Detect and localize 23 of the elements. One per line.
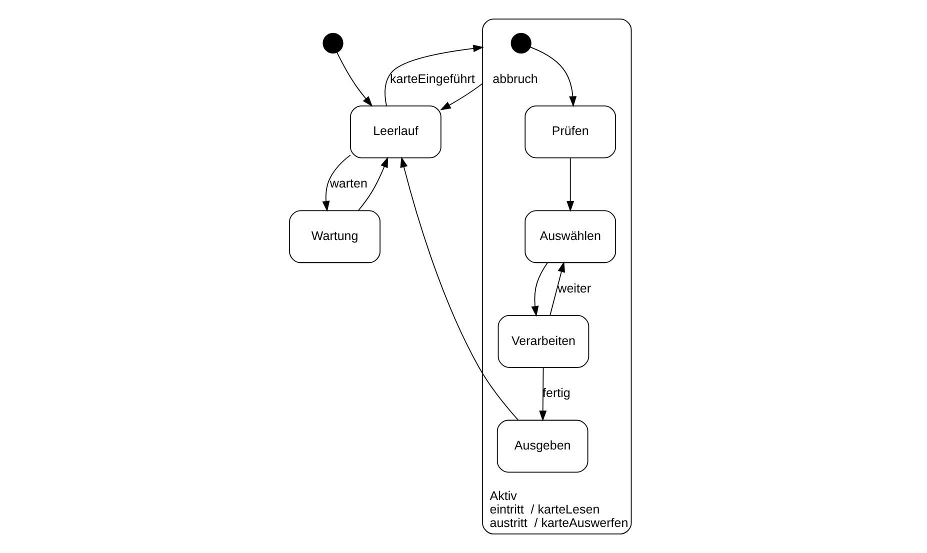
arrow: [384, 44, 484, 106]
arrow: [322, 154, 350, 212]
arrow: [357, 156, 388, 211]
edge-label: warten: [329, 176, 367, 191]
arrow: [549, 261, 565, 316]
arrow: [530, 262, 548, 317]
arrow: [440, 82, 483, 110]
node-box: Wartung: [288, 210, 380, 264]
arrow: [336, 52, 372, 107]
node-box: Leerlauf: [350, 105, 441, 158]
edge-label: karteEingeführt: [389, 72, 474, 86]
arrow: [566, 158, 574, 212]
edge-label: weiter: [557, 281, 591, 296]
arrow: [400, 156, 518, 420]
node-box: Prüfen: [524, 105, 616, 158]
node-box: Ausgeben: [496, 420, 588, 473]
node-circle: [510, 32, 531, 54]
node-box: Verarbeiten: [497, 315, 589, 368]
edge-label: abbruch: [492, 72, 538, 86]
arrow: [538, 367, 546, 422]
node-circle: [322, 32, 343, 54]
node-box: Auswählen: [524, 210, 616, 264]
arrow: [530, 46, 576, 108]
